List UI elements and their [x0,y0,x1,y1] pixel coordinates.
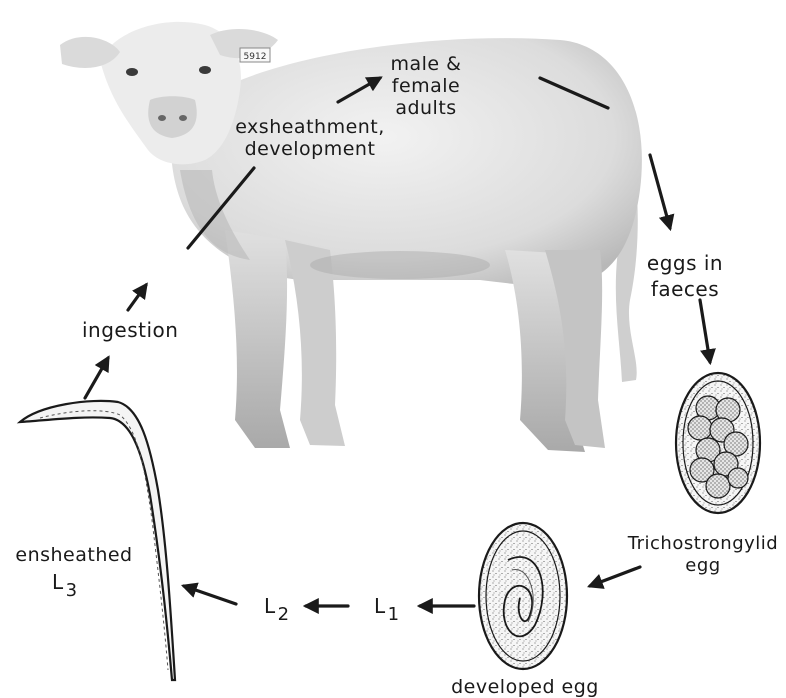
arrow-faeces-to-egg [700,300,710,362]
developed-egg-drawing [479,523,567,669]
arrow-to-eggs-in-faeces [650,155,670,228]
arrow-l3-to-ingestion [85,358,108,398]
label-trichostrongylid-egg: Trichostrongylid egg [620,533,786,577]
l2-subscript: 2 [278,604,290,625]
l3-letter: L [52,570,64,594]
label-ingestion: ingestion [82,319,192,341]
label-developed-egg: developed egg [440,676,610,698]
label-male-female-adults: male & female adults [366,53,486,119]
l1-subscript: 1 [388,604,400,625]
l2-letter: L [264,594,276,618]
ensheathed-l3-larva-drawing [20,401,175,680]
calf-illustration: 5912 [60,22,642,452]
arrow-l2-to-l3 [184,586,236,604]
l3-subscript: 3 [66,580,78,601]
trichostrongylid-egg-drawing [676,373,760,513]
label-eggs-in-faeces: eggs in faeces [630,250,740,302]
label-exsheathment-development: exsheathment, development [230,116,390,160]
label-ensheathed: ensheathed [8,544,140,566]
l1-letter: L [374,594,386,618]
arrow-ingestion-to-calf [128,285,146,310]
ear-tag-number: 5912 [244,52,267,62]
